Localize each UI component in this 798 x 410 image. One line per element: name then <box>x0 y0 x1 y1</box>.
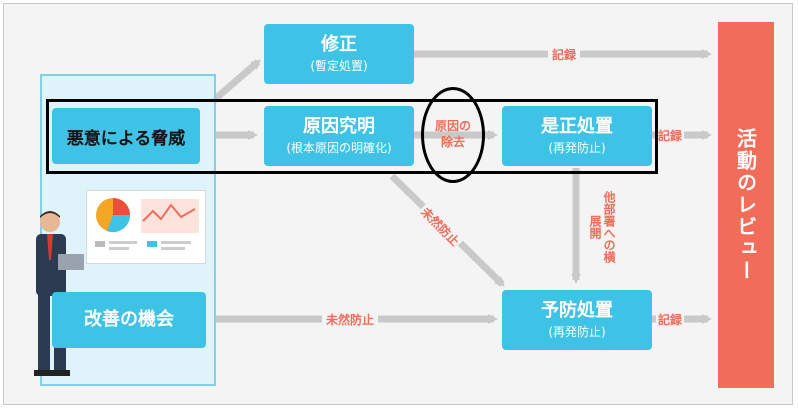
correct-node: 是正処置 (再発防止) <box>502 106 652 166</box>
record-label-mid: 記録 <box>656 127 685 144</box>
horizontal-deploy-label: 他部署への横展開 <box>588 186 616 268</box>
cause-title: 原因究明 <box>303 116 375 137</box>
threat-node: 悪意による脅威 <box>52 108 200 164</box>
improve-node: 改善の機会 <box>52 292 206 348</box>
prevent-node: 予防処置 (再発防止) <box>502 290 652 350</box>
fix-sub: (暫定処置) <box>310 59 368 73</box>
prevent-sub: (再発防止) <box>548 325 606 339</box>
prevent-title: 予防処置 <box>541 300 613 321</box>
improve-label: 改善の機会 <box>84 309 174 330</box>
highlight-oval <box>421 87 485 183</box>
cause-sub: (根本原因の明確化) <box>286 141 392 155</box>
correct-title: 是正処置 <box>541 116 613 137</box>
correct-sub: (再発防止) <box>548 141 606 155</box>
cause-node: 原因究明 (根本原因の明確化) <box>264 106 414 166</box>
review-node: 活動のレビュー <box>718 22 774 388</box>
preempt-label-bottom: 未然防止 <box>322 311 379 328</box>
record-label-top: 記録 <box>548 46 581 63</box>
highlight-rectangle <box>46 99 658 174</box>
review-label: 活動のレビュー <box>733 128 758 282</box>
record-label-bottom: 記録 <box>656 311 685 328</box>
fix-node: 修正 (暫定処置) <box>264 24 414 84</box>
fix-title: 修正 <box>321 34 357 55</box>
report-card-illustration <box>86 190 206 264</box>
chart-illustration-icon <box>95 198 199 250</box>
threat-label: 悪意による脅威 <box>66 128 186 149</box>
